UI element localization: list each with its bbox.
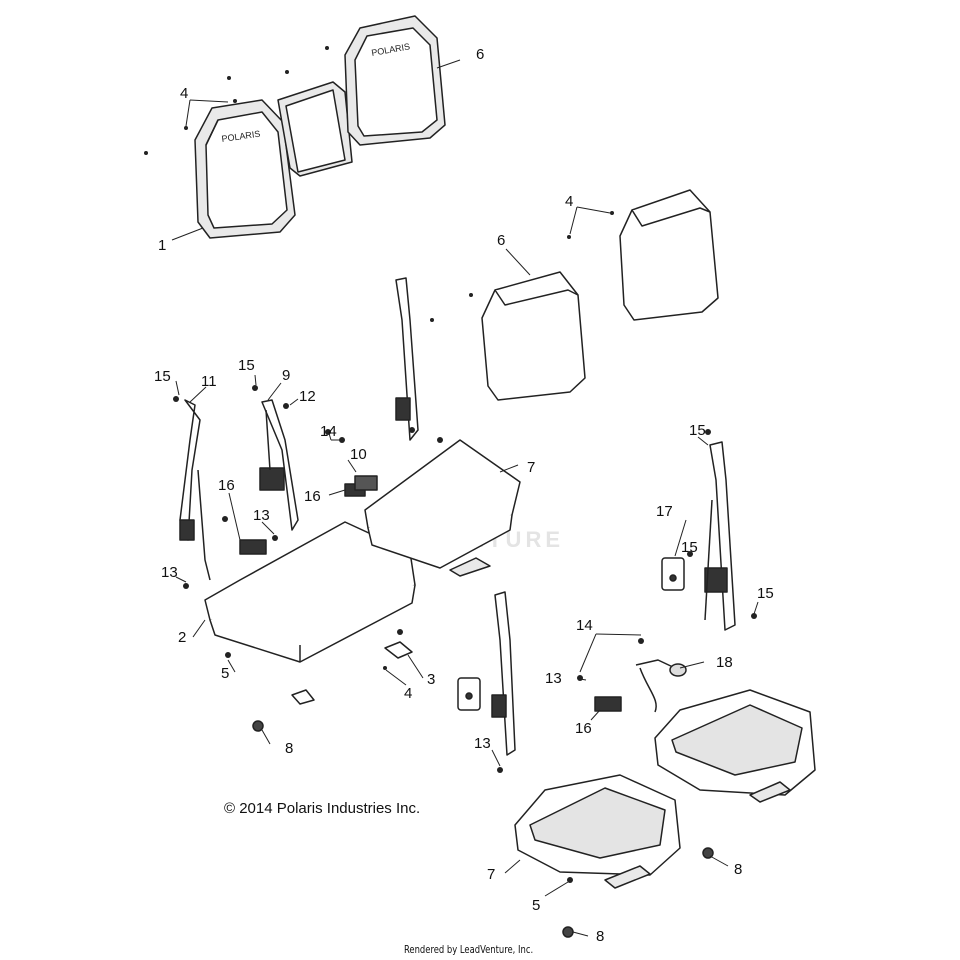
seat-bottom-right[interactable] xyxy=(654,689,816,796)
nut-8[interactable] xyxy=(252,720,714,938)
callout-1: 1 xyxy=(158,237,166,254)
seat-back-1[interactable]: POLARIS xyxy=(194,99,296,239)
callout-15-b: 15 xyxy=(238,357,255,374)
buckle-16-a[interactable] xyxy=(344,475,378,497)
callout-4-right: 4 xyxy=(565,193,573,210)
callout-16-c: 16 xyxy=(575,720,592,737)
callout-labels: 1 2 3 4 4 4 5 5 6 6 7 7 8 8 8 9 10 11 12… xyxy=(154,46,774,945)
callout-9: 9 xyxy=(282,367,290,384)
callout-15-d: 15 xyxy=(681,539,698,556)
callout-3: 3 xyxy=(427,671,435,688)
callout-14-a: 14 xyxy=(320,423,337,440)
callout-15-e: 15 xyxy=(757,585,774,602)
callout-17: 17 xyxy=(656,503,673,520)
seat-back-middle[interactable] xyxy=(277,81,353,177)
seat-bottom-7-mid[interactable] xyxy=(364,439,521,569)
callout-2: 2 xyxy=(178,629,186,646)
callout-5-left: 5 xyxy=(221,665,229,682)
callout-6-top: 6 xyxy=(476,46,484,63)
hardware-fasteners xyxy=(144,46,757,883)
callout-13-b: 13 xyxy=(161,564,178,581)
callout-13-d: 13 xyxy=(474,735,491,752)
callout-8-bottom: 8 xyxy=(596,928,604,945)
callout-5-bottom: 5 xyxy=(532,897,540,914)
bracket-lower[interactable] xyxy=(457,677,481,711)
callout-13-c: 13 xyxy=(545,670,562,687)
bracket-3[interactable] xyxy=(291,557,791,889)
seat-belt-9[interactable] xyxy=(259,399,299,531)
callout-18: 18 xyxy=(716,654,733,671)
callout-13-a: 13 xyxy=(253,507,270,524)
leader-lines xyxy=(171,59,759,937)
seat-back-6-mid[interactable] xyxy=(481,271,586,401)
rendered-by-text: Rendered by LeadVenture, Inc. xyxy=(404,943,534,956)
seat-bottom-2[interactable] xyxy=(204,521,416,663)
callout-16-a: 16 xyxy=(304,488,321,505)
callout-16-b: 16 xyxy=(218,477,235,494)
seat-belt-11[interactable] xyxy=(179,399,211,581)
callout-7-mid: 7 xyxy=(527,459,535,476)
callout-4-bottom: 4 xyxy=(404,685,412,702)
copyright-text: © 2014 Polaris Industries Inc. xyxy=(224,800,421,817)
bracket-17[interactable] xyxy=(661,557,685,591)
buckle-16-c[interactable] xyxy=(594,696,622,712)
callout-8-left: 8 xyxy=(285,740,293,757)
callout-11: 11 xyxy=(201,373,217,390)
callout-8-right: 8 xyxy=(734,861,742,878)
seat-belt-lower[interactable] xyxy=(491,591,516,756)
buckle-16-b[interactable] xyxy=(239,539,267,555)
callout-4-top: 4 xyxy=(180,85,188,102)
seat-bottom-7-bottom[interactable] xyxy=(514,774,681,876)
callout-10: 10 xyxy=(350,446,367,463)
callout-7-bottom: 7 xyxy=(487,866,495,883)
seat-back-6-top[interactable]: POLARIS xyxy=(344,15,446,146)
seat-belt-right[interactable] xyxy=(704,441,736,631)
callout-12: 12 xyxy=(299,388,316,405)
wire-harness-18[interactable] xyxy=(635,659,687,713)
callout-15-a: 15 xyxy=(154,368,171,385)
callout-15-c: 15 xyxy=(689,422,706,439)
seat-back-right[interactable] xyxy=(619,189,719,321)
callout-14-b: 14 xyxy=(576,617,593,634)
callout-6-mid: 6 xyxy=(497,232,505,249)
seat-belt-center[interactable] xyxy=(395,277,419,441)
